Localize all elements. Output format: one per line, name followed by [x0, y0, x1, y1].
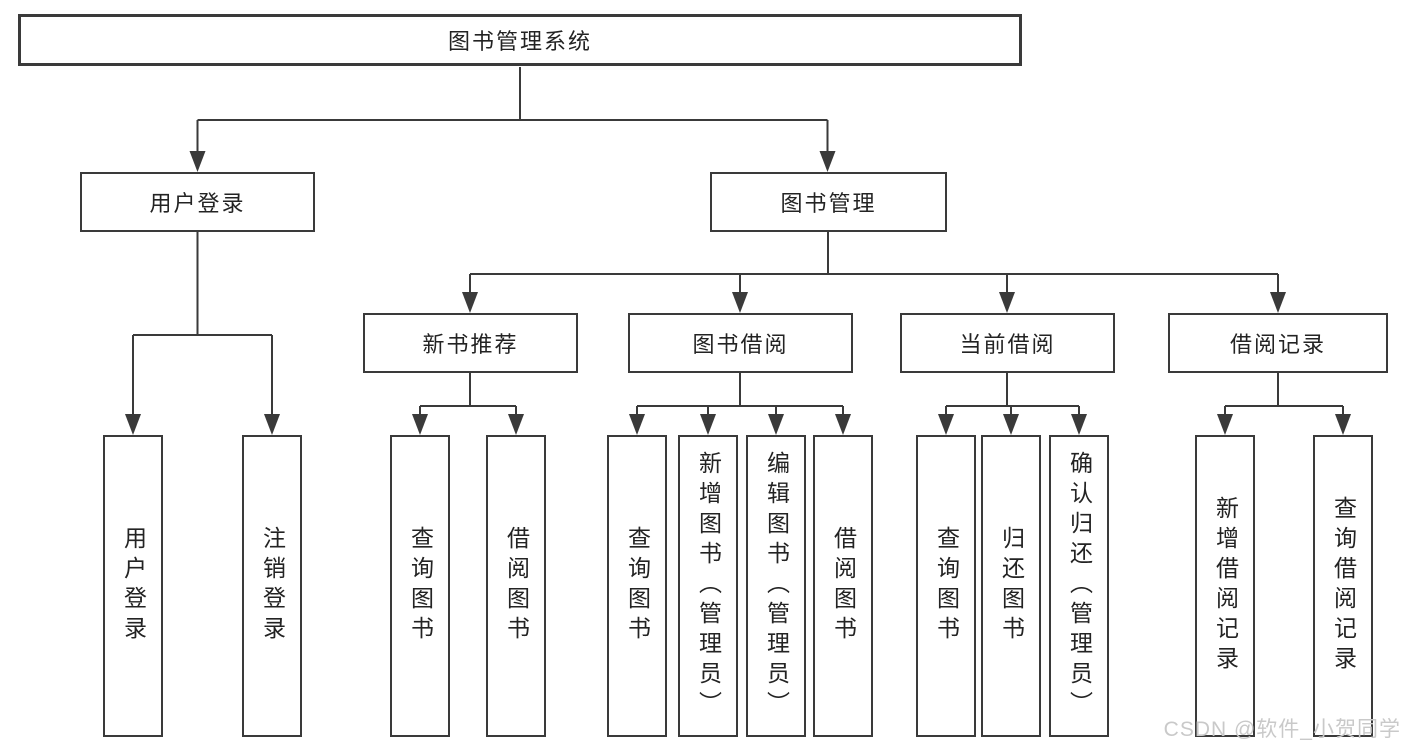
arrowhead — [700, 414, 716, 435]
arrowhead — [732, 292, 748, 313]
leaf-query-books-borrow: 查询图书 — [607, 435, 667, 737]
node-label: 编辑图书（管理员） — [763, 451, 790, 721]
leaf-user-login: 用户登录 — [103, 435, 163, 737]
node-label: 查询借阅记录 — [1330, 496, 1357, 676]
node-label: 查询图书 — [624, 526, 651, 646]
arrowhead — [189, 151, 206, 172]
node-label: 新增图书（管理员） — [695, 451, 722, 721]
arrowhead — [835, 414, 851, 435]
arrowhead — [508, 414, 524, 435]
leaf-add-borrow-record: 新增借阅记录 — [1195, 435, 1255, 737]
watermark: CSDN @软件_小贺同学 — [1163, 718, 1401, 741]
arrowhead — [1217, 414, 1233, 435]
connector-book-borrow-branch — [629, 373, 851, 435]
node-label: 新书推荐 — [422, 332, 519, 357]
node-label: 当前借阅 — [959, 332, 1056, 357]
leaf-logout: 注销登录 — [242, 435, 302, 737]
node-label: 图书借阅 — [692, 332, 789, 357]
leaf-return-books: 归还图书 — [981, 435, 1041, 737]
leaf-borrow-books-recommend: 借阅图书 — [486, 435, 546, 737]
node-label: 借阅记录 — [1229, 332, 1326, 357]
node-user-login: 用户登录 — [80, 172, 315, 232]
connector-borrow-records-branch — [1217, 373, 1351, 435]
leaf-edit-book-admin: 编辑图书（管理员） — [746, 435, 806, 737]
node-label: 确认归还（管理员） — [1066, 451, 1093, 721]
arrowhead — [462, 292, 478, 313]
leaf-add-book-admin: 新增图书（管理员） — [678, 435, 738, 737]
connector-current-borrow-branch — [938, 373, 1087, 435]
connector-root-branch — [189, 67, 836, 172]
node-label: 新增借阅记录 — [1212, 496, 1239, 676]
node-root-system: 图书管理系统 — [18, 14, 1022, 66]
arrowhead — [768, 414, 784, 435]
node-label: 查询图书 — [933, 526, 960, 646]
arrowhead — [999, 292, 1015, 313]
connector-book-management-branch — [462, 232, 1286, 313]
node-label: 归还图书 — [998, 526, 1025, 646]
arrowhead — [1003, 414, 1019, 435]
arrowhead — [1071, 414, 1087, 435]
leaf-query-borrow-record: 查询借阅记录 — [1313, 435, 1373, 737]
node-book-management: 图书管理 — [710, 172, 947, 232]
node-label: 注销登录 — [259, 526, 286, 646]
node-label: 用户登录 — [149, 191, 246, 216]
arrowhead — [819, 151, 836, 172]
node-label: 图书管理系统 — [447, 29, 592, 54]
arrowhead — [1335, 414, 1351, 435]
node-borrow-records: 借阅记录 — [1168, 313, 1388, 373]
node-new-book-recommend: 新书推荐 — [363, 313, 578, 373]
leaf-borrow-books: 借阅图书 — [813, 435, 873, 737]
node-label: 借阅图书 — [830, 526, 857, 646]
node-label: 用户登录 — [120, 526, 147, 646]
leaf-query-books-current: 查询图书 — [916, 435, 976, 737]
arrowhead — [412, 414, 428, 435]
node-label: 借阅图书 — [503, 526, 530, 646]
arrowhead — [938, 414, 954, 435]
arrowhead — [125, 414, 141, 435]
leaf-confirm-return-admin: 确认归还（管理员） — [1049, 435, 1109, 737]
node-label: 图书管理 — [780, 191, 877, 216]
arrowhead — [1270, 292, 1286, 313]
node-current-borrow: 当前借阅 — [900, 313, 1115, 373]
node-book-borrow: 图书借阅 — [628, 313, 853, 373]
connector-new-book-branch — [412, 373, 524, 435]
arrowhead — [264, 414, 280, 435]
leaf-query-books-recommend: 查询图书 — [390, 435, 450, 737]
connector-user-login-branch — [125, 232, 280, 435]
arrowhead — [629, 414, 645, 435]
node-label: 查询图书 — [407, 526, 434, 646]
